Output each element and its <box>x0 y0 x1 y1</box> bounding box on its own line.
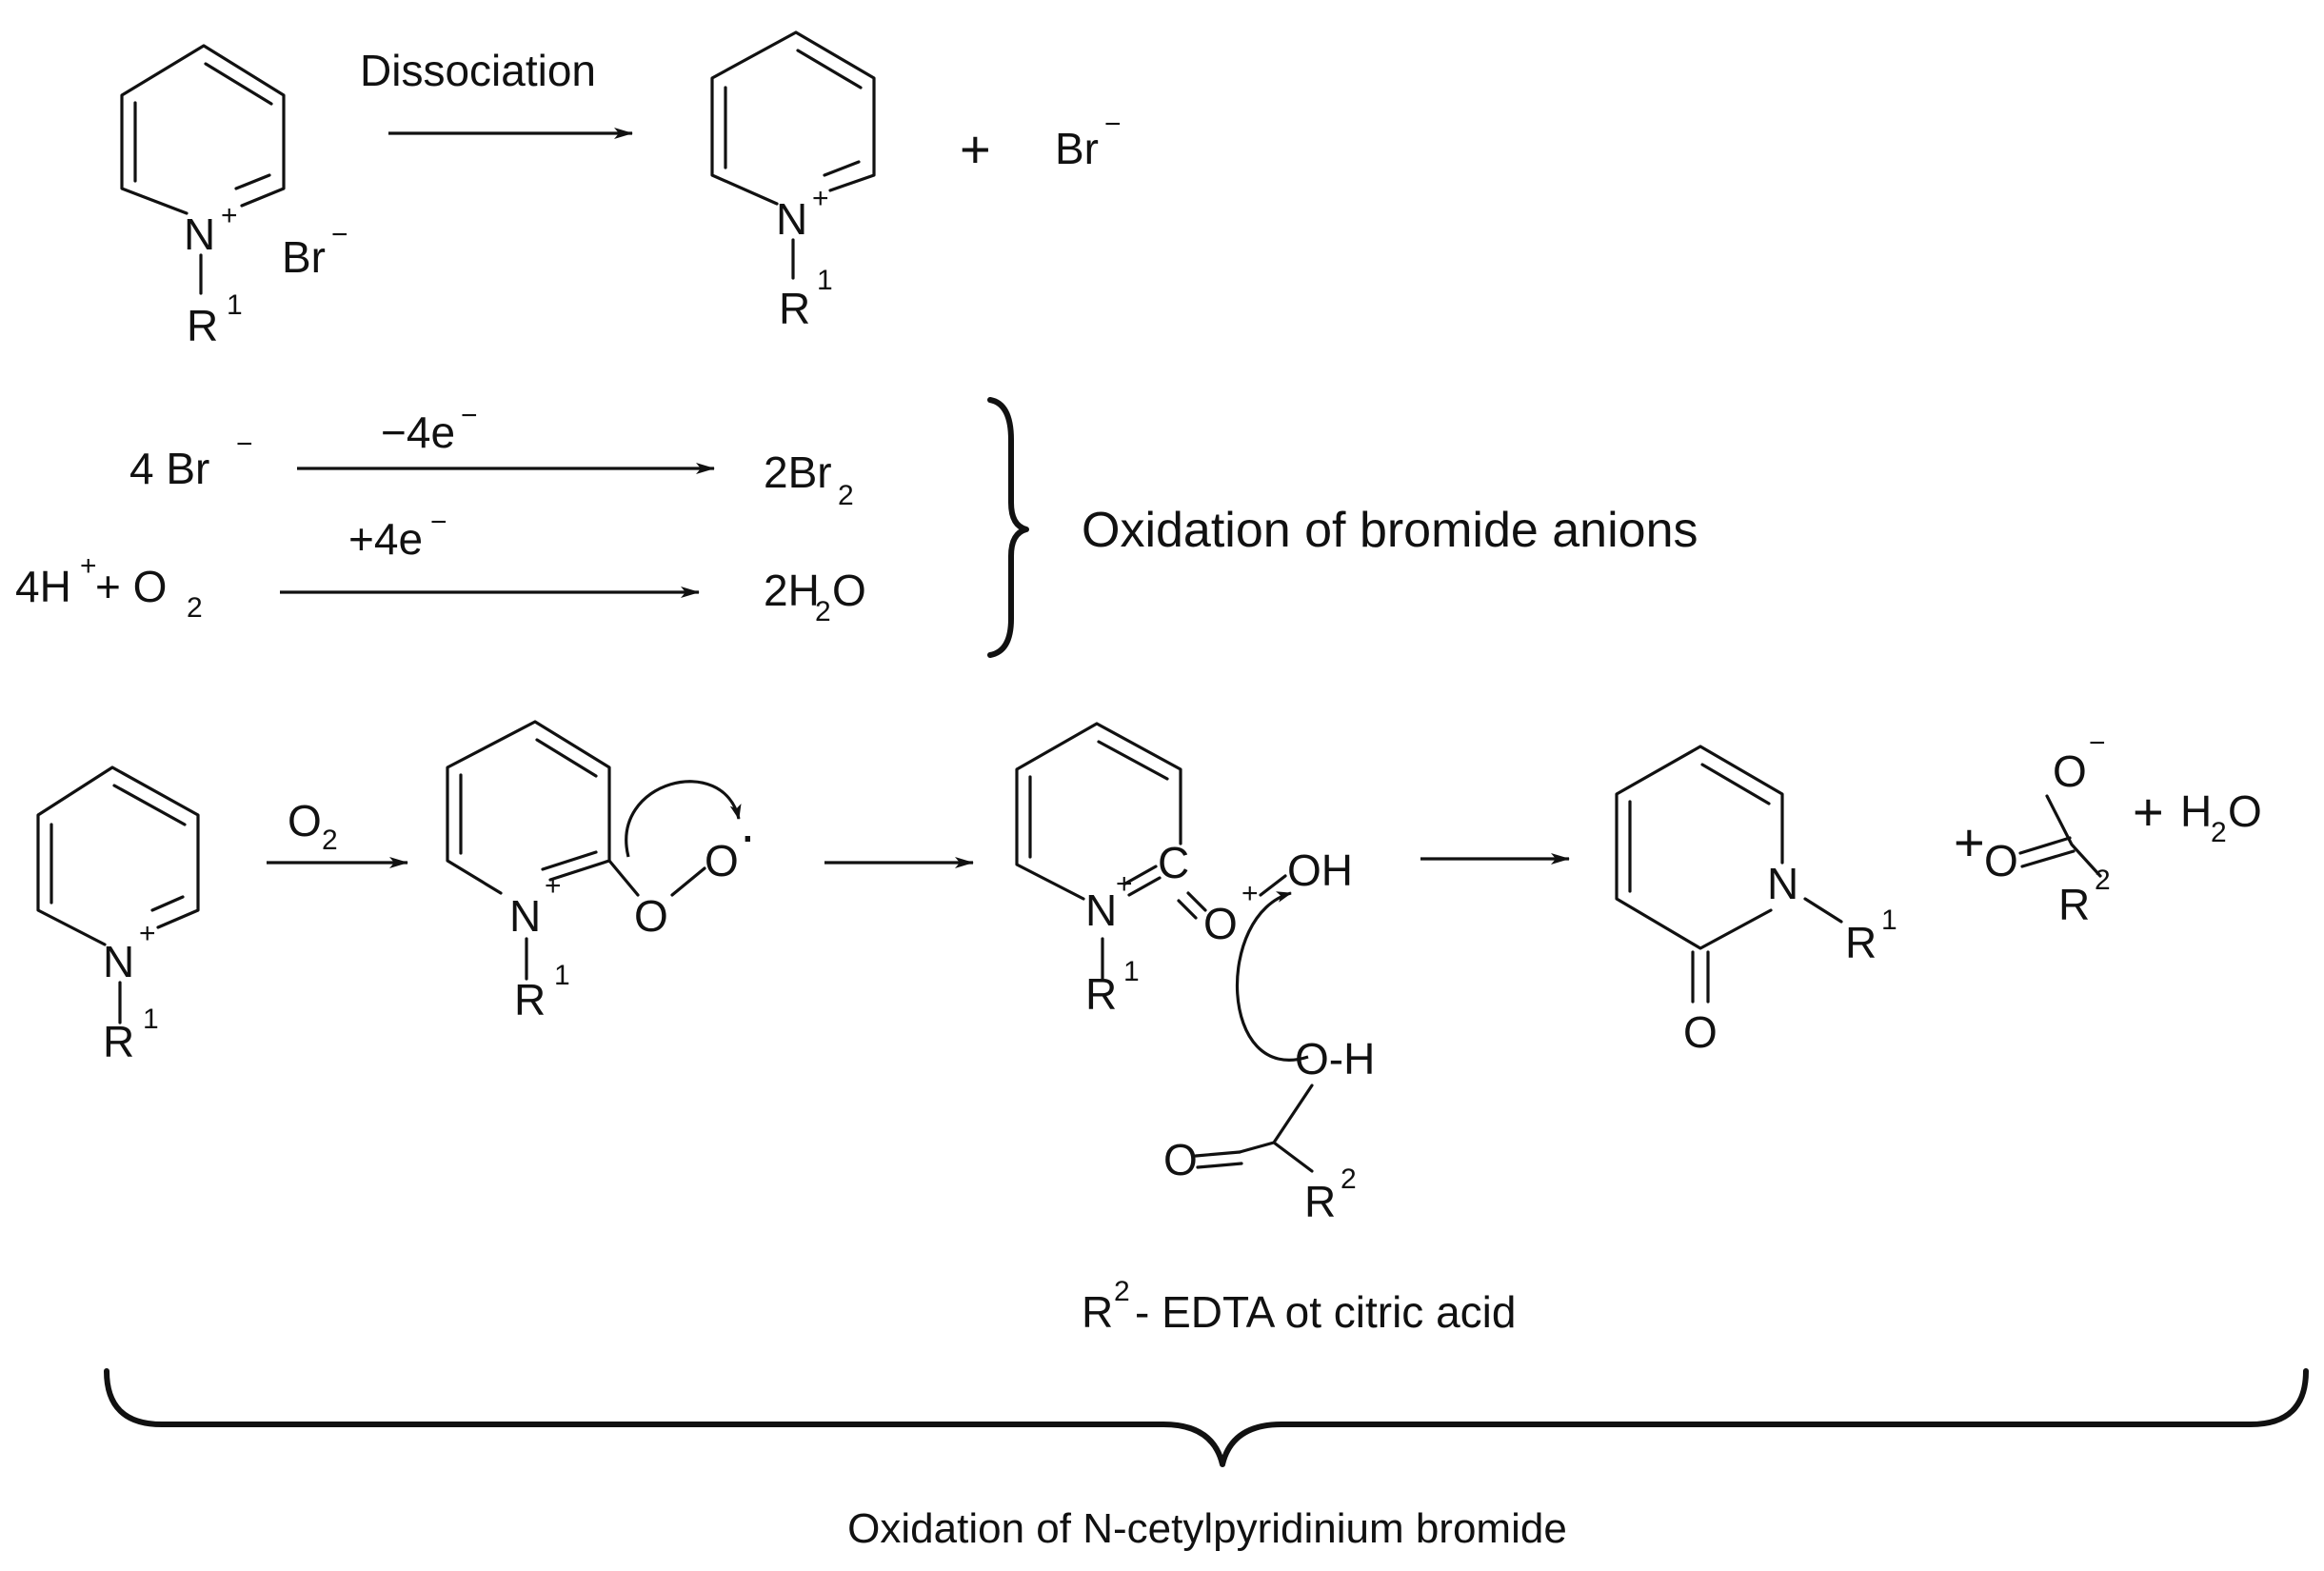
r2-definition-note: R 2 - EDTA ot citric acid <box>1082 1276 1516 1337</box>
substituent-index: 1 <box>817 265 833 296</box>
molecule-pyridone-product: N O R 1 <box>1615 745 1897 1057</box>
bromide-ion-label: Br <box>1055 124 1099 173</box>
nitrogen-charge: + <box>545 870 562 902</box>
dissociation-label: Dissociation <box>360 46 596 95</box>
bromide-ion-charge: − <box>1104 109 1122 140</box>
hydroxyl-label: OH <box>1287 845 1353 895</box>
nitrogen-charge: + <box>221 200 238 231</box>
water-product: O <box>2228 786 2262 836</box>
nitrogen-atom-label: N <box>776 194 807 244</box>
water-product-subscript: 2 <box>2211 817 2227 848</box>
substituent-r-label: R <box>514 975 546 1024</box>
nitrogen-atom-label: N <box>103 937 134 986</box>
equation-product: O <box>832 566 866 615</box>
substituent-r-label: R <box>1845 918 1877 967</box>
radical-oxygen-label: O <box>705 836 739 885</box>
molecule-oxocarbenium-intermediate: N + C O + OH R 1 <box>1015 722 1353 1019</box>
bromide-group-brace <box>987 397 1029 658</box>
equation-product: 2H <box>764 566 820 615</box>
overall-scheme-brace <box>104 1368 2309 1467</box>
carboxylate-oxygen-label: O <box>1984 836 2018 885</box>
substituent-r-label: R <box>103 1017 134 1066</box>
equation-arrow-label-charge: − <box>461 400 478 431</box>
nitrogen-atom-label: N <box>184 209 215 259</box>
carbonyl-oxygen-label: O <box>1163 1135 1198 1184</box>
equation-reactant: 4H <box>15 562 71 611</box>
plus-sign: + <box>960 119 991 179</box>
nucleophilic-attack-arrow <box>1235 891 1309 1062</box>
equation-product-subscript: 2 <box>838 480 854 511</box>
substituent-r-label: R <box>1085 969 1117 1019</box>
equation-reactant: + O <box>95 562 167 611</box>
equation-arrow-label: −4e <box>381 408 455 457</box>
scheme-caption: Oxidation of N-cetylpyridinium bromide <box>847 1505 1567 1552</box>
substituent-index: 2 <box>2095 865 2111 896</box>
substituent-index: 1 <box>1881 905 1897 936</box>
carboxylic-acid-reagent: O-H O R 2 <box>1163 891 1375 1226</box>
r2-description: - EDTA ot citric acid <box>1135 1287 1516 1337</box>
molecule-pyridinium-bromide-salt: N + R 1 Br − <box>120 44 348 350</box>
anionic-oxygen-label: O <box>2053 746 2087 796</box>
oxygen-arrow-label: O <box>288 796 322 845</box>
molecule-pyridinium-cation: N + R 1 <box>710 30 876 333</box>
substituent-index: 2 <box>1341 1163 1357 1195</box>
equation-arrow-label-charge: − <box>430 507 447 538</box>
nitrogen-charge: + <box>139 918 156 949</box>
nitrogen-atom-label: N <box>1085 885 1117 935</box>
substituent-index: 1 <box>227 289 243 321</box>
molecule-peroxyl-radical-intermediate: N + R 1 O O · <box>446 720 757 1024</box>
oxygen-addition-arrow: O 2 <box>267 796 408 868</box>
equation-reactant-charge: − <box>236 428 253 460</box>
equation-reactant-subscript: 2 <box>187 592 203 624</box>
carbon-atom-label: C <box>1158 838 1189 887</box>
nitrogen-atom-label: N <box>509 891 541 941</box>
water-product: H <box>2180 786 2212 836</box>
radical-dot: · <box>739 805 757 865</box>
substituent-index: 1 <box>1123 956 1140 987</box>
carbonyl-oxygen-label: O <box>1683 1007 1718 1057</box>
equation-bromide-oxidation: 4 Br − −4e − 2Br 2 <box>129 400 854 511</box>
electron-flow-arrow <box>625 780 742 858</box>
oxonium-charge: + <box>1241 878 1259 909</box>
molecule-pyridinium-start: N + R 1 <box>36 766 200 1066</box>
counter-ion-charge: − <box>331 219 348 250</box>
plus-sign: + <box>2133 782 2164 842</box>
substituent-index: 1 <box>554 960 570 991</box>
substituent-index: 1 <box>143 1004 159 1035</box>
oxonium-oxygen-label: O <box>1203 899 1238 948</box>
substituent-r-label: R <box>187 301 218 350</box>
substituent-r-label: R <box>779 284 810 333</box>
r2-index: 2 <box>1114 1276 1130 1307</box>
peroxy-oxygen-label: O <box>634 891 668 941</box>
equation-oxygen-reduction: 4H + + O 2 +4e − 2H 2 O <box>15 507 866 627</box>
molecule-carboxylate-product: O O − R 2 <box>1984 727 2111 929</box>
r2-symbol: R <box>1082 1287 1113 1337</box>
anionic-oxygen-charge: − <box>2089 727 2106 759</box>
substituent-r-label: R <box>2058 880 2090 929</box>
dissociation-arrow: Dissociation <box>360 46 633 139</box>
equation-product: 2Br <box>764 447 832 497</box>
equation-arrow-label: +4e <box>348 514 423 564</box>
substituent-r-label: R <box>1304 1177 1336 1226</box>
equation-product-subscript: 2 <box>815 596 831 627</box>
equation-reactant: 4 Br <box>129 444 209 493</box>
counter-ion-label: Br <box>282 232 326 282</box>
equation-reactant-charge: + <box>80 550 97 582</box>
bromide-group-label: Oxidation of bromide anions <box>1082 503 1698 558</box>
plus-sign: + <box>1954 812 1985 872</box>
nitrogen-charge: + <box>812 183 829 214</box>
acid-hydroxyl-label: O-H <box>1295 1034 1375 1084</box>
nitrogen-atom-label: N <box>1767 859 1798 908</box>
oxygen-arrow-label-subscript: 2 <box>322 825 338 856</box>
nitrogen-charge: + <box>1116 868 1133 900</box>
